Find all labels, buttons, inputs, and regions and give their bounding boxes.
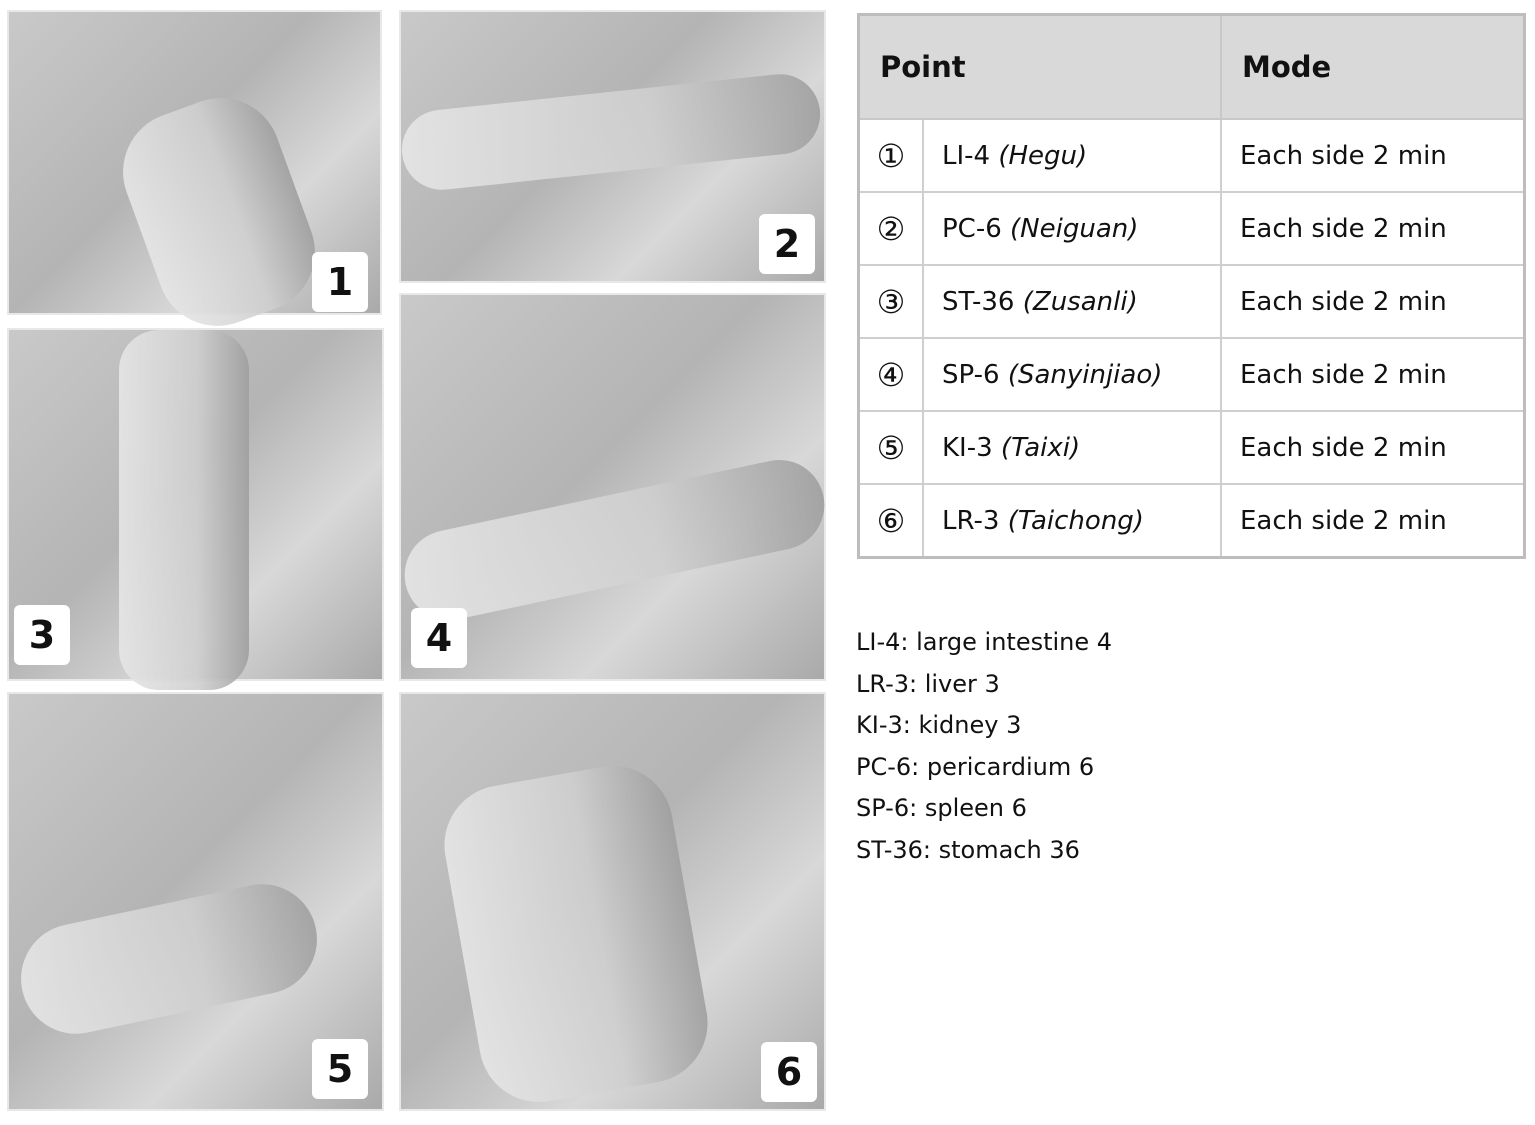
header-mode: Mode [1220, 13, 1526, 120]
point-code: LR-3 [942, 505, 1000, 536]
point-code: LI-4 [942, 140, 991, 171]
point-name-cell: LR-3 (Taichong) [922, 483, 1222, 559]
table-row: ⑤ KI-3 (Taixi) Each side 2 min [857, 410, 1526, 485]
point-marker: ③ [857, 264, 924, 339]
leg-shape [396, 451, 833, 629]
mode-cell: Each side 2 min [1220, 264, 1526, 339]
photo-number: 3 [14, 605, 70, 665]
foot-shape [434, 756, 718, 1112]
point-code: ST-36 [942, 286, 1015, 317]
arm-shape [397, 70, 825, 194]
legend-item: SP-6: spleen 6 [856, 794, 1027, 823]
table-row: ④ SP-6 (Sanyinjiao) Each side 2 min [857, 337, 1526, 412]
legend-item: ST-36: stomach 36 [856, 835, 1080, 864]
mode-cell: Each side 2 min [1220, 191, 1526, 266]
acupoint-table: Point Mode ① LI-4 (Hegu) Each side 2 min… [857, 13, 1526, 559]
table-row: ③ ST-36 (Zusanli) Each side 2 min [857, 264, 1526, 339]
point-code: SP-6 [942, 359, 1000, 390]
table-header-row: Point Mode [857, 13, 1526, 120]
point-marker: ④ [857, 337, 924, 412]
point-name: (Neiguan) [1010, 213, 1139, 244]
mode-cell: Each side 2 min [1220, 337, 1526, 412]
point-name: (Taixi) [1000, 432, 1081, 463]
point-code: PC-6 [942, 213, 1002, 244]
mode-cell: Each side 2 min [1220, 410, 1526, 485]
photo-number: 1 [312, 252, 368, 312]
point-name: (Zusanli) [1022, 286, 1138, 317]
legend-item: LR-3: liver 3 [856, 669, 1000, 698]
point-marker: ② [857, 191, 924, 266]
point-name-cell: SP-6 (Sanyinjiao) [922, 337, 1222, 412]
point-code: KI-3 [942, 432, 993, 463]
legend-item: KI-3: kidney 3 [856, 711, 1022, 740]
table-row: ② PC-6 (Neiguan) Each side 2 min [857, 191, 1526, 266]
point-name: (Hegu) [998, 140, 1088, 171]
point-name-cell: LI-4 (Hegu) [922, 118, 1222, 193]
point-marker: ⑥ [857, 483, 924, 559]
mode-cell: Each side 2 min [1220, 118, 1526, 193]
point-marker: ① [857, 118, 924, 193]
photo-ki3-ankle: 5 [7, 692, 384, 1111]
photo-st36-knee: 3 [7, 328, 384, 690]
photo-number: 4 [411, 608, 467, 668]
photo-number: 6 [761, 1042, 817, 1102]
photo-lr3-foot: 6 [399, 692, 826, 1112]
point-name-cell: ST-36 (Zusanli) [922, 264, 1222, 339]
point-name: (Sanyinjiao) [1007, 359, 1163, 390]
mode-cell: Each side 2 min [1220, 483, 1526, 559]
photo-sp6-ankle: 4 [396, 293, 833, 681]
header-point: Point [857, 13, 1222, 120]
point-name: (Taichong) [1007, 505, 1144, 536]
point-name-cell: PC-6 (Neiguan) [922, 191, 1222, 266]
hand-shape [106, 81, 332, 343]
photo-li4-hand: 1 [7, 10, 382, 343]
photo-number: 5 [312, 1039, 368, 1099]
point-marker: ⑤ [857, 410, 924, 485]
photo-pc6-wrist: 2 [397, 10, 826, 283]
point-name-cell: KI-3 (Taixi) [922, 410, 1222, 485]
legend-item: LI-4: large intestine 4 [856, 628, 1113, 656]
foot-shape [10, 874, 328, 1044]
abbreviation-legend: LI-4: large intestine 4 LR-3: liver 3 KI… [856, 622, 1112, 872]
leg-shape [119, 330, 249, 690]
photo-number: 2 [759, 214, 815, 274]
legend-item: PC-6: pericardium 6 [856, 752, 1095, 781]
table-row: ① LI-4 (Hegu) Each side 2 min [857, 118, 1526, 193]
table-row: ⑥ LR-3 (Taichong) Each side 2 min [857, 483, 1526, 559]
